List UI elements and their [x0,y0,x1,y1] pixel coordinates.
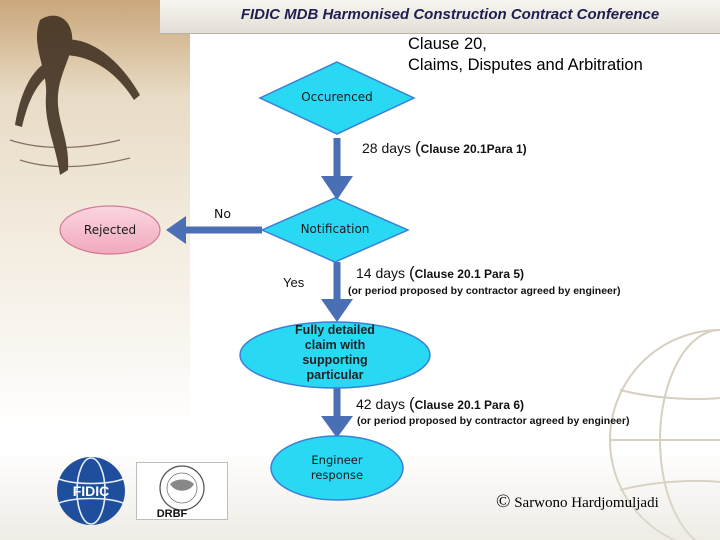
slide-title-line-2: Claims, Disputes and Arbitration [408,56,643,74]
claim-label-line-4: particular [306,368,364,382]
step2-open-paren: ( [408,263,415,282]
step2-note: (or period proposed by contractor agreed… [348,285,621,297]
engineer-response-ellipse [270,435,404,501]
claim-ellipse [239,321,431,389]
arrow-notification-to-claim [321,262,353,322]
rejected-ellipse [59,205,161,255]
slide-title: Clause 20, Claims, Disputes and Arbitrat… [408,34,708,76]
step1-ref: Clause 20.1Para 1) [420,142,527,156]
notification-label: Notification [300,222,370,236]
copyright-notice: © Sarwono Hardjomuljadi [496,491,659,513]
occurenced-diamond [258,61,416,135]
arrow-notification-to-rejected [166,216,262,244]
flow-arrows [166,138,353,438]
arrow-occurenced-to-notification [321,138,353,200]
header-bar [160,0,720,34]
step3-note: (or period proposed by contractor agreed… [357,415,630,427]
fidic-logo-text: FIDIC [73,483,110,499]
engineer-response-line-2: response [310,468,364,482]
claim-label: Fully detailed claim with supporting par… [270,323,400,383]
step3-annotation: 42 days (Clause 20.1 Para 6) [356,394,524,414]
step3-open-paren: ( [408,394,415,413]
arrow-claim-to-engineer [321,388,353,438]
claim-label-line-2: claim with [304,338,366,352]
wayang-puppet-image [9,15,140,176]
fidic-logo: FIDIC [57,457,125,525]
step1-annotation: 28 days (Clause 20.1Para 1) [362,138,527,158]
no-label: No [214,206,231,221]
step1-open-paren: ( [414,138,421,157]
drbf-logo-text: DRBF [157,508,188,520]
engineer-response-line-1: Engineer [311,453,363,467]
rejected-label: Rejected [83,223,137,237]
step2-days: 14 days [356,265,406,281]
copyright-symbol: © [496,491,511,512]
step1-days: 28 days [362,140,412,156]
step3-days: 42 days [356,396,406,412]
yes-label: Yes [283,275,305,290]
claim-label-line-1: Fully detailed [295,323,375,337]
notification-diamond [260,197,410,263]
engineer-response-label: Engineer response [287,453,387,483]
step2-ref: Clause 20.1 Para 5) [414,267,525,281]
conference-title: FIDIC MDB Harmonised Construction Contra… [240,6,660,23]
slide-title-line-1: Clause 20, [408,35,487,53]
occurenced-label: Occurenced [301,90,373,104]
step2-annotation: 14 days (Clause 20.1 Para 5) [356,263,524,283]
copyright-name: Sarwono Hardjomuljadi [514,495,659,511]
claim-label-line-3: supporting [302,353,368,367]
step3-ref: Clause 20.1 Para 6) [414,398,525,412]
drbf-logo: DRBF [136,462,228,520]
